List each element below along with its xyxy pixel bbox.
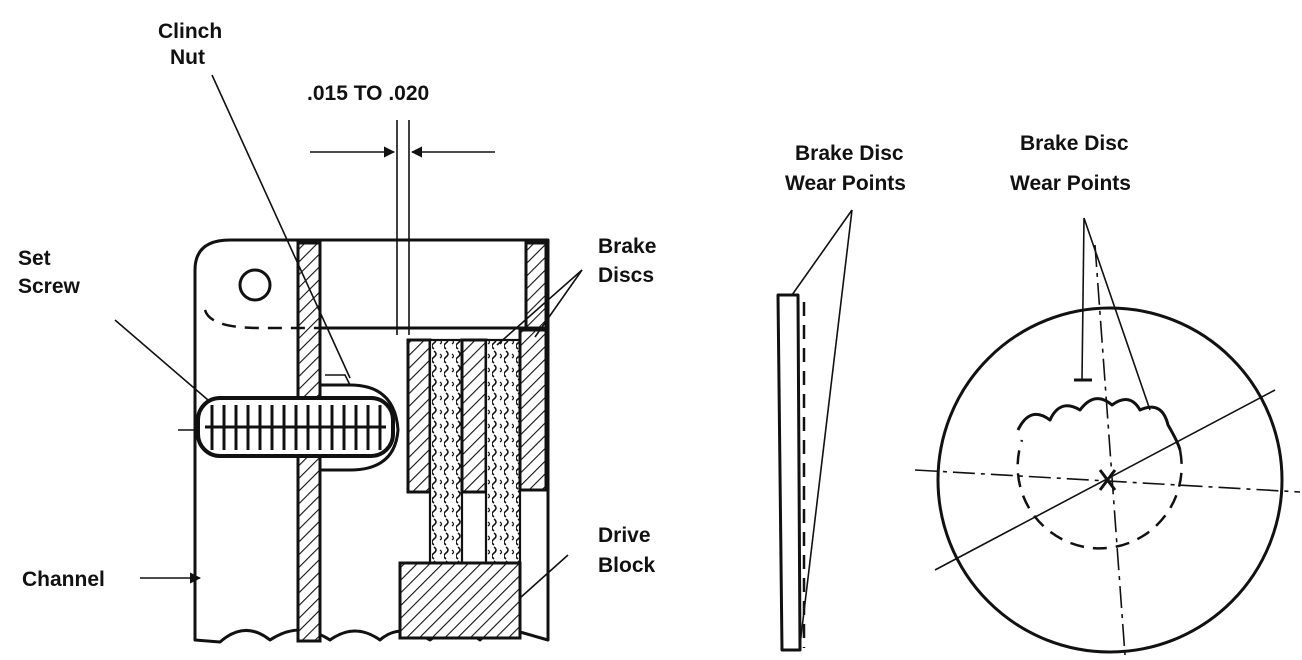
clinch-nut-flange (325, 374, 351, 386)
friction-disc-1 (428, 338, 464, 597)
disc-centerline-v (1094, 244, 1126, 656)
edge-wear-label-line1: Brake Disc (795, 142, 904, 165)
set-screw-leader (114, 319, 209, 401)
hidden-edge (203, 309, 320, 330)
clinch-nut-leader (211, 74, 351, 379)
drive-block-label-line1: Drive (598, 524, 651, 547)
edge-wear-leader-2 (799, 209, 853, 646)
brake-discs-label-line2: Discs (598, 264, 654, 287)
edge-wear-label-line2: Wear Points (785, 172, 906, 195)
brake-discs-label-line1: Brake (598, 235, 656, 258)
drive-block-label-line2: Block (598, 554, 656, 577)
drive-block (398, 561, 522, 640)
face-wear-label-line2: Wear Points (1010, 172, 1131, 195)
brake-disc-left (406, 338, 432, 494)
brake-disc-right (518, 328, 548, 492)
drive-block-leader (519, 554, 569, 599)
set-screw-label-line2: Screw (18, 275, 81, 298)
disc-centerline-diag (934, 389, 1276, 571)
set-screw-label-line1: Set (18, 247, 51, 270)
mounting-hole (238, 268, 272, 302)
disc-edge-profile (776, 293, 802, 652)
disc-bore-dashed (1016, 439, 1183, 550)
clinch-nut-label-line2: Nut (170, 46, 205, 69)
disc-outer-circle (936, 306, 1284, 654)
clinch-nut-label-line1: Clinch (158, 20, 222, 43)
clinch-nut (320, 383, 400, 472)
face-wear-label-line1: Brake Disc (1020, 132, 1129, 155)
channel-assembly (114, 74, 583, 644)
friction-disc-2 (484, 338, 522, 597)
brake-discs-leader-2 (534, 269, 583, 338)
disc-edge-view (776, 209, 853, 652)
gap-dimension-label: .015 TO .020 (307, 82, 429, 105)
disc-center-mark (1098, 469, 1117, 491)
edge-wear-leader-1 (791, 209, 853, 296)
brake-discs-leader-1 (496, 269, 583, 346)
set-screw-threads (205, 405, 386, 450)
brake-disc-middle (460, 338, 488, 494)
face-wear-leader-1 (1081, 217, 1085, 381)
channel-label: Channel (22, 568, 105, 591)
disc-splined-bore (1016, 397, 1182, 451)
face-wear-leader-2 (1083, 217, 1151, 411)
disc-face-view (914, 217, 1301, 656)
